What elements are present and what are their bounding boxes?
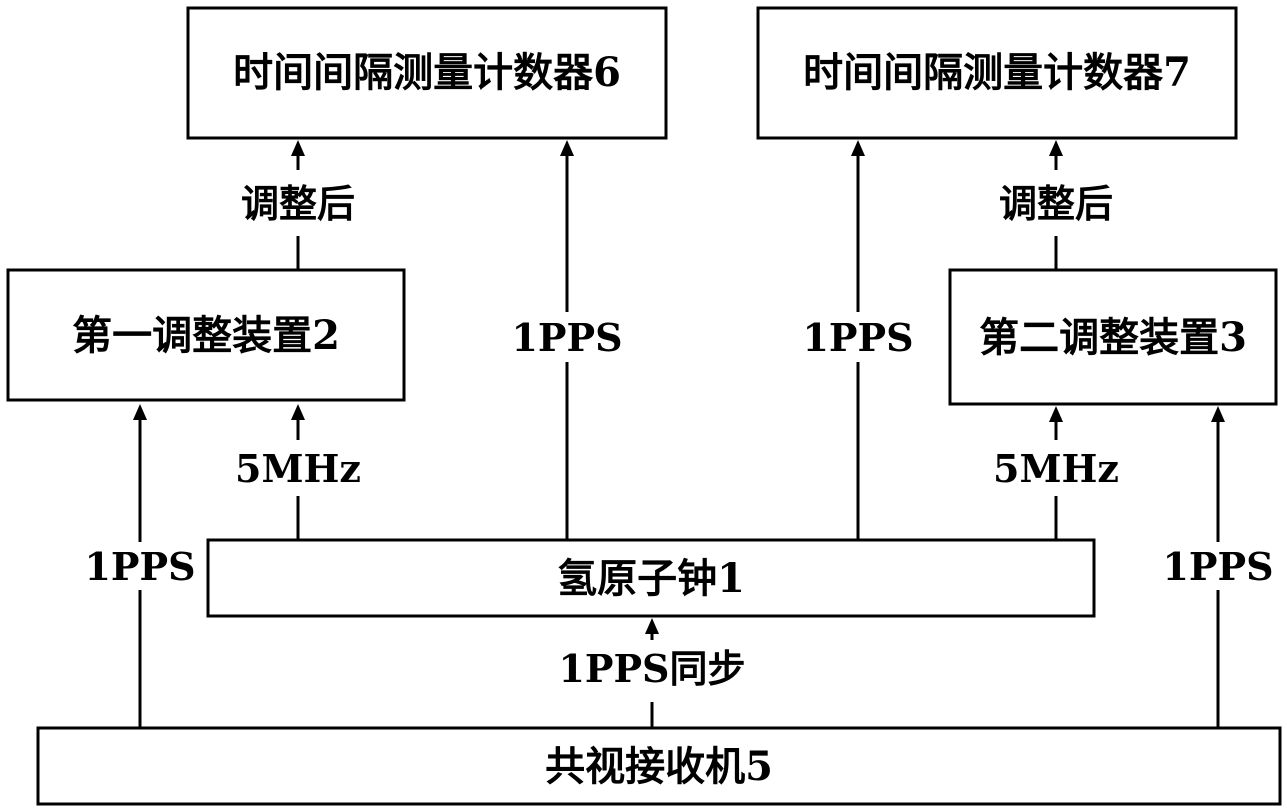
edge-clock-to-adj3-arrowhead [1049,406,1063,422]
edge-adj3-to-counter7-arrowhead [1049,140,1063,156]
edge-receiver-to-adj2-arrowhead [133,404,147,420]
node-adjuster2-box [6,268,406,402]
edge-clock-to-counter6: 1PPS [510,140,624,540]
node-adjuster3-label: 第二调整装置3 [979,314,1247,361]
edge-clock-to-counter7-arrowhead [851,140,865,156]
edge-receiver-to-adj2-label-bg [82,542,198,590]
edge-receiver-to-clock-label: 1PPS同步 [558,646,745,691]
edge-clock-to-counter6-label: 1PPS [511,315,622,360]
node-hydrogen-clock-label: 氢原子钟1 [557,555,745,602]
edge-receiver-to-clock-arrowhead [645,618,659,634]
edge-clock-to-adj2: 5MHz [235,404,361,540]
edge-clock-to-counter7-label: 1PPS [802,315,913,360]
edge-receiver-to-adj3-arrowhead [1211,406,1225,422]
node-cv-receiver: 共视接收机5 [36,726,1282,806]
edge-receiver-to-adj2: 1PPS [82,404,198,728]
edge-receiver-to-adj2-label: 1PPS [84,544,195,589]
edge-adj3-to-counter7: 调整后 [999,140,1113,270]
edge-clock-to-counter7-label-bg [801,312,915,362]
node-counter6: 时间间隔测量计数器6 [186,6,668,140]
edge-adj2-to-counter6: 调整后 [241,140,355,270]
edge-adj2-to-counter6-arrowhead [291,140,305,156]
edge-receiver-to-adj3-label-bg [1160,542,1276,590]
edge-adj2-to-counter6-label: 调整后 [241,181,355,226]
node-counter7-label: 时间间隔测量计数器7 [803,49,1191,96]
edge-clock-to-adj3-label: 5MHz [993,446,1119,491]
node-counter6-label: 时间间隔测量计数器6 [233,49,621,96]
edge-receiver-to-clock: 1PPS同步 [558,618,746,728]
edge-clock-to-counter6-arrowhead [560,140,574,156]
edge-adj3-to-counter7-label: 调整后 [999,181,1113,226]
edge-clock-to-counter7: 1PPS [801,140,915,540]
node-hydrogen-clock-box [206,538,1096,618]
edge-clock-to-adj2-arrowhead [291,404,305,420]
node-adjuster3: 第二调整装置3 [948,268,1278,406]
node-counter7-box [756,6,1238,140]
edge-receiver-to-adj3: 1PPS [1160,406,1276,728]
edge-clock-to-counter6-label-bg [510,312,624,362]
edge-clock-to-adj3: 5MHz [993,406,1119,540]
node-cv-receiver-box [36,726,1282,806]
node-adjuster3-box [948,268,1278,406]
node-adjuster2: 第一调整装置2 [6,268,406,402]
edge-clock-to-adj2-label: 5MHz [235,446,361,491]
node-hydrogen-clock: 氢原子钟1 [206,538,1096,618]
node-adjuster2-label: 第一调整装置2 [72,312,340,359]
edge-receiver-to-adj3-label: 1PPS [1162,544,1273,589]
node-cv-receiver-label: 共视接收机5 [545,743,773,790]
node-counter6-box [186,6,668,140]
node-counter7: 时间间隔测量计数器7 [756,6,1238,140]
